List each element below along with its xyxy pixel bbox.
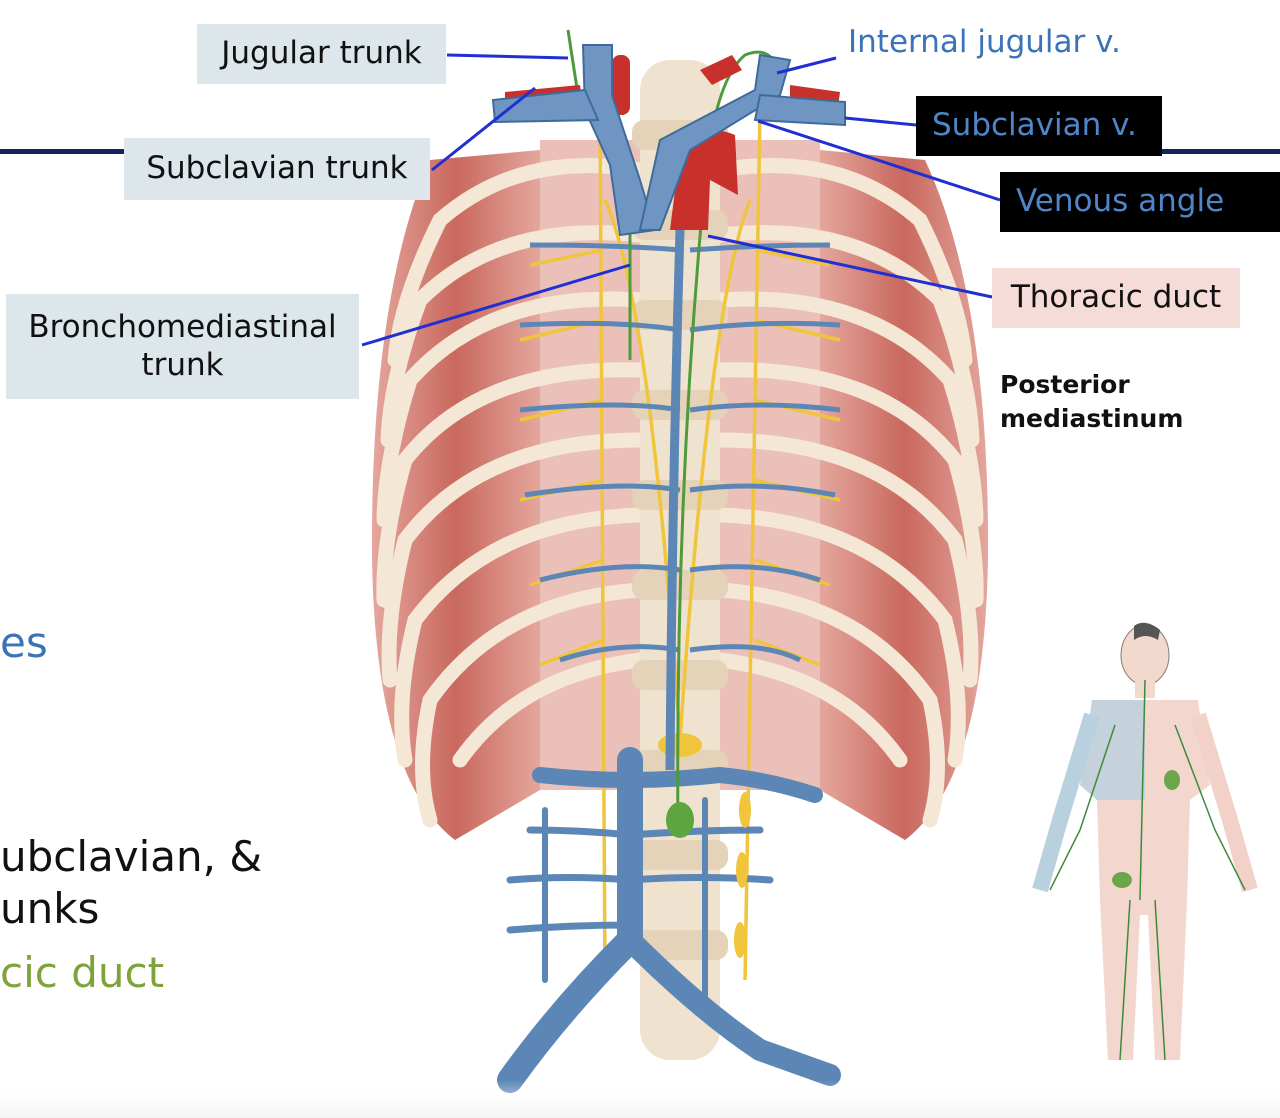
label-jugular-trunk-text: Jugular trunk — [221, 35, 422, 72]
label-subclavian-trunk-text: Subclavian trunk — [146, 150, 408, 187]
label-posterior-line2: mediastinum — [1000, 403, 1184, 433]
label-subclavian-v: Subclavian v. — [916, 96, 1162, 156]
label-venous-angle-text: Venous angle — [1016, 183, 1225, 220]
slide-fragment-trunks: unks — [0, 884, 100, 933]
header-rule-left — [0, 149, 125, 154]
slide-fragment-subclavian: ubclavian, & — [0, 832, 263, 881]
slide-fragment-es: es — [0, 618, 48, 667]
header-rule-right — [1160, 149, 1280, 154]
brachiocephalic-veins — [491, 44, 846, 237]
label-bronchomediastinal-trunk: Bronchomediastinal trunk — [6, 294, 359, 399]
label-thoracic-duct-text: Thoracic duct — [1010, 279, 1222, 316]
slide-fragment-duct: cic duct — [0, 948, 165, 997]
label-bronchomediastinal-line2: trunk — [141, 346, 224, 383]
cisterna-chyli — [666, 802, 694, 838]
leader-lines — [361, 53, 1001, 347]
label-subclavian-trunk: Subclavian trunk — [124, 138, 430, 200]
label-bronchomediastinal-line1: Bronchomediastinal — [28, 309, 337, 346]
lumbar-sympathetic-chain — [734, 792, 751, 958]
mini-lymphatic-body — [1032, 622, 1258, 1061]
label-posterior-line1: Posterior — [1000, 370, 1130, 399]
label-jugular-trunk: Jugular trunk — [197, 24, 446, 84]
lower-venous-system — [497, 747, 841, 1093]
label-subclavian-v-text: Subclavian v. — [932, 107, 1137, 144]
celiac-ganglion — [658, 733, 702, 757]
label-posterior-mediastinum: Posterior mediastinum — [1000, 368, 1220, 436]
azygos-vein — [665, 229, 685, 771]
label-thoracic-duct: Thoracic duct — [992, 268, 1240, 328]
label-venous-angle: Venous angle — [1000, 172, 1280, 232]
bottom-fade — [0, 1080, 1280, 1118]
intercostal-veins — [519, 242, 841, 663]
label-internal-jugular-v: Internal jugular v. — [848, 24, 1121, 60]
